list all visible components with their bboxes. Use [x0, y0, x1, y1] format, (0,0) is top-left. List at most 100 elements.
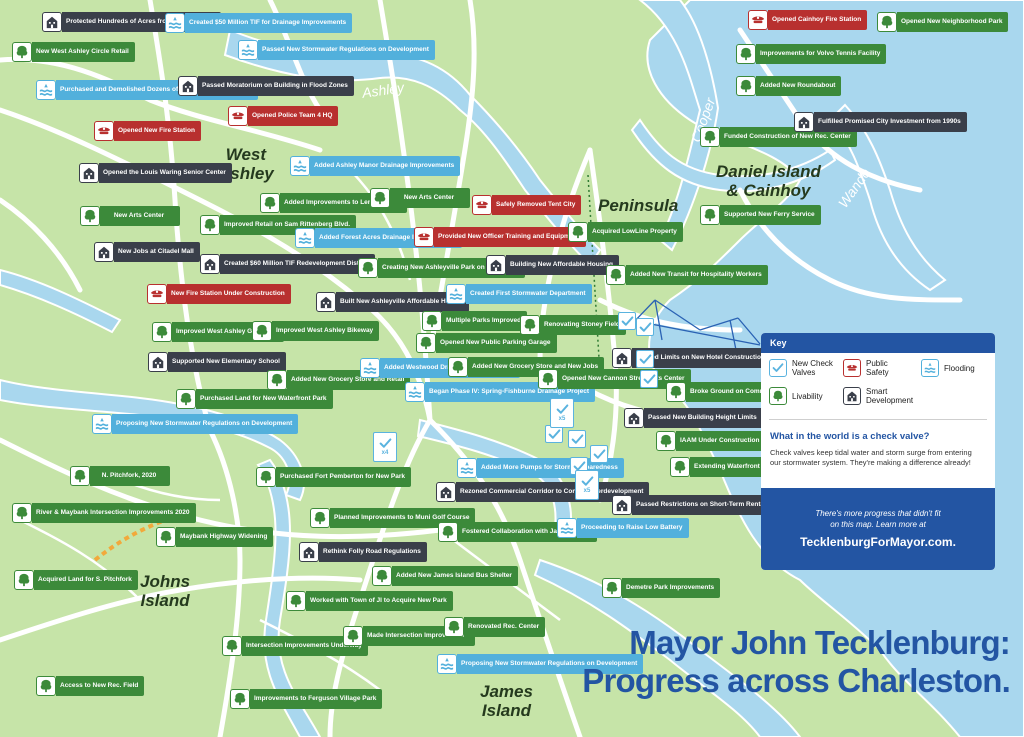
flood-icon — [921, 359, 939, 377]
promo-box: There's more progress that didn't fit on… — [761, 488, 995, 570]
tree-icon — [568, 222, 588, 242]
map-marker[interactable]: Opened Police Team 4 HQ — [228, 106, 339, 126]
map-marker[interactable]: N. Pitchfork, 2020 — [70, 466, 170, 486]
map-marker[interactable]: Maybank Highway Widening — [156, 527, 274, 547]
map-marker[interactable]: Funded Construction of New Rec. Center — [700, 127, 857, 147]
map-marker[interactable]: Multiple Parks Improved — [422, 311, 528, 331]
map-marker[interactable]: New West Ashley Circle Retail — [12, 42, 135, 62]
check-icon — [556, 403, 569, 416]
marker-label: Access to New Rec. Field — [56, 676, 145, 696]
marker-label: Opened New Neighborhood Park — [897, 12, 1009, 32]
check-valve-marker[interactable] — [618, 312, 636, 330]
police-hat-icon — [228, 106, 248, 126]
map-marker[interactable]: Safely Removed Tent City — [472, 195, 582, 215]
flood-icon — [360, 358, 380, 378]
tree-icon — [252, 321, 272, 341]
map-marker[interactable]: Opened New Neighborhood Park — [877, 12, 1009, 32]
map-marker[interactable]: Proposing New Stormwater Regulations on … — [437, 654, 644, 674]
check-valve-marker[interactable]: x5 — [575, 470, 599, 500]
map-marker[interactable]: Passed New Building Height Limits — [624, 408, 763, 428]
check-icon — [573, 460, 586, 473]
map-marker[interactable]: Acquired LowLine Property — [568, 222, 683, 242]
legend-item: Smart Development — [843, 387, 913, 405]
map-marker[interactable]: Acquired Land for S. Pitchfork — [14, 570, 138, 590]
map-marker[interactable]: Created $60 Million TIF Redevelopment Di… — [200, 254, 376, 274]
marker-label: River & Maybank Intersection Improvement… — [32, 503, 196, 523]
marker-label: Fulfilled Promised City Investment from … — [814, 112, 967, 132]
check-valve-marker[interactable]: x5 — [550, 398, 574, 428]
map-marker[interactable]: Added New James Island Bus Shelter — [372, 566, 518, 586]
check-valve-marker[interactable] — [568, 430, 586, 448]
map-marker[interactable]: Opened New Fire Station — [94, 121, 201, 141]
map-marker[interactable]: Rethink Folly Road Regulations — [299, 542, 427, 562]
map-marker[interactable]: Passed Moratorium on Building in Flood Z… — [178, 76, 354, 96]
check-icon — [379, 437, 392, 450]
map-marker[interactable]: Supported New Ferry Service — [700, 205, 821, 225]
map-marker[interactable]: Improvements to Ferguson Village Park — [230, 689, 383, 709]
promo-text: There's more progress that didn't fit on… — [815, 509, 941, 529]
map-marker[interactable]: Supported New Elementary School — [148, 352, 286, 372]
tree-icon — [176, 389, 196, 409]
marker-label: Opened New Public Parking Garage — [436, 333, 557, 353]
map-marker[interactable]: Created $50 Million TIF for Drainage Imp… — [165, 13, 353, 33]
map-marker[interactable]: Renovated Rec. Center — [444, 617, 546, 637]
tree-icon — [538, 369, 558, 389]
map-marker[interactable]: Fulfilled Promised City Investment from … — [794, 112, 967, 132]
marker-label: Opened Cainhoy Fire Station — [768, 10, 868, 30]
legend-item: Livability — [769, 387, 836, 405]
map-marker[interactable]: Intersection Improvements Underway — [222, 636, 368, 656]
map-marker[interactable]: Purchased Land for New Waterfront Park — [176, 389, 333, 409]
map-marker[interactable]: Created First Stormwater Department — [446, 284, 592, 304]
tree-icon — [520, 315, 540, 335]
map-marker[interactable]: Improvements for Volvo Tennis Facility — [736, 44, 887, 64]
key-title: Key — [761, 333, 995, 353]
map-marker[interactable]: Proposing New Stormwater Regulations on … — [92, 414, 299, 434]
map-marker[interactable]: Passed New Stormwater Regulations on Dev… — [238, 40, 435, 60]
tree-icon — [422, 311, 442, 331]
map-marker[interactable]: Provided New Officer Training and Equipm… — [414, 227, 586, 247]
tree-icon — [222, 636, 242, 656]
check-valve-question: What in the world is a check valve? — [770, 431, 930, 442]
marker-label: New Arts Center — [390, 188, 470, 208]
map-marker[interactable]: Access to New Rec. Field — [36, 676, 145, 696]
map-marker[interactable]: Demetre Park Improvements — [602, 578, 721, 598]
promo-url[interactable]: TecklenburgForMayor.com. — [800, 535, 956, 549]
map-marker[interactable]: Opened New Public Parking Garage — [416, 333, 557, 353]
flood-icon — [437, 654, 457, 674]
map-marker[interactable]: IAAM Under Construction — [656, 431, 766, 451]
map-marker[interactable]: Rezoned Commercial Corridor to Control O… — [436, 482, 650, 502]
map-marker[interactable]: Added New Transit for Hospitality Worker… — [606, 265, 768, 285]
tree-icon — [666, 382, 686, 402]
map-marker[interactable]: Improved West Ashley Bikeway — [252, 321, 380, 341]
map-marker[interactable]: Proceeding to Raise Low Battery — [557, 518, 689, 538]
map-marker[interactable]: Passed Limits on New Hotel Construction — [612, 348, 771, 368]
map-marker[interactable]: New Arts Center — [370, 188, 470, 208]
map-marker[interactable]: Purchased Fort Pemberton for New Park — [256, 467, 411, 487]
map-marker[interactable]: Opened the Louis Waring Senior Center — [79, 163, 232, 183]
map-marker[interactable]: Renovating Stoney Field — [520, 315, 626, 335]
check-valve-marker[interactable] — [636, 350, 654, 368]
map-marker[interactable]: Building New Affordable Housing — [486, 255, 620, 275]
map-marker[interactable]: New Arts Center — [80, 206, 180, 226]
marker-label: Improved West Ashley Bikeway — [272, 321, 380, 341]
map-marker[interactable]: New Fire Station Under Construction — [147, 284, 291, 304]
check-valve-marker[interactable] — [640, 370, 658, 388]
map-marker[interactable]: Extending Waterfront Park — [670, 457, 782, 477]
map-marker[interactable]: Opened Cainhoy Fire Station — [748, 10, 868, 30]
map-marker[interactable]: Worked with Town of JI to Acquire New Pa… — [286, 591, 453, 611]
map-marker[interactable]: River & Maybank Intersection Improvement… — [12, 503, 196, 523]
check-valve-marker[interactable]: x4 — [373, 432, 397, 462]
map-marker[interactable]: Built New Ashleyville Affordable Homes — [316, 292, 469, 312]
map-marker[interactable]: Added Ashley Manor Drainage Improvements — [290, 156, 461, 176]
legend-label: New Check Valves — [792, 359, 833, 377]
check-valve-marker[interactable] — [636, 318, 654, 336]
check-valve-marker[interactable] — [590, 445, 608, 463]
marker-label: Added New Transit for Hospitality Worker… — [626, 265, 768, 285]
building-icon — [794, 112, 814, 132]
map-marker[interactable]: Added New Roundabout — [736, 76, 842, 96]
marker-label: Improvements for Volvo Tennis Facility — [756, 44, 887, 64]
map-marker[interactable]: New Jobs at Citadel Mall — [94, 242, 200, 262]
map-marker[interactable]: Passed Restrictions on Short-Term Rental… — [612, 495, 776, 515]
building-icon — [624, 408, 644, 428]
region-label: Johns Island — [140, 572, 191, 610]
